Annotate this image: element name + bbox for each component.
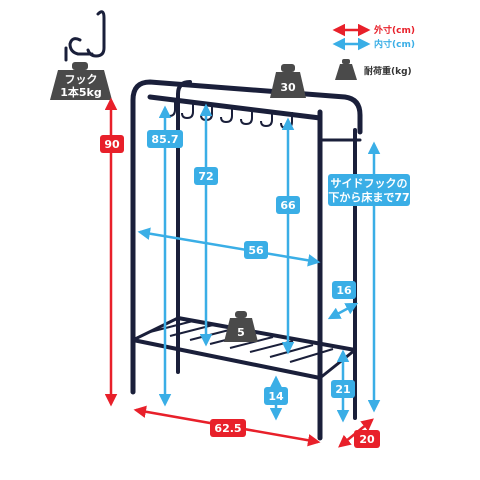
legend: 外寸(cm) 内寸(cm) 耐荷重(kg) — [332, 23, 415, 80]
top-load-value: 30 — [280, 81, 296, 94]
side-hook-note-line2: 下から床まで77 — [328, 190, 409, 204]
inner-72-value: 72 — [198, 170, 213, 183]
outer-width-value: 62.5 — [214, 422, 241, 435]
inner-16-dimension: 16 — [327, 281, 359, 320]
inner-66-value: 66 — [280, 199, 296, 212]
outer-height-dimension: 90 — [100, 97, 124, 407]
top-load-weight: 30 — [270, 64, 306, 98]
side-hook-height-dimension: サイドフックの 下から床まで77 — [328, 141, 410, 413]
outer-width-dimension: 62.5 — [133, 405, 321, 447]
shelf-load-weight: 5 — [224, 311, 258, 342]
inner-hook-height-value: 85.7 — [151, 133, 178, 146]
inner-width-dimension: 56 — [137, 227, 321, 267]
hook-label-line2: 1本5kg — [60, 85, 102, 99]
hook-label-line1: フック — [65, 73, 98, 86]
side-hook-note-line1: サイドフックの — [331, 177, 408, 190]
inner-14-value: 14 — [268, 390, 284, 403]
inner-width-value: 56 — [248, 244, 264, 257]
hook-illustration — [64, 10, 106, 62]
inner-21-value: 21 — [335, 383, 350, 396]
outer-depth-dimension: 20 — [338, 418, 380, 448]
hook-weight-icon: フック 1本5kg — [50, 62, 112, 100]
inner-72-dimension: 72 — [194, 103, 218, 347]
inner-66-dimension: 66 — [276, 117, 300, 355]
inner-14-dimension: 14 — [264, 375, 288, 421]
legend-inner-label: 内寸(cm) — [374, 38, 415, 50]
outer-height-value: 90 — [104, 138, 120, 151]
legend-load-label: 耐荷重(kg) — [364, 65, 412, 77]
shelf-load-value: 5 — [237, 326, 245, 339]
inner-21-dimension: 21 — [331, 349, 355, 423]
legend-outer-label: 外寸(cm) — [373, 24, 415, 36]
legend-weight-icon — [335, 59, 357, 80]
inner-16-value: 16 — [336, 284, 352, 297]
outer-depth-value: 20 — [359, 433, 375, 446]
